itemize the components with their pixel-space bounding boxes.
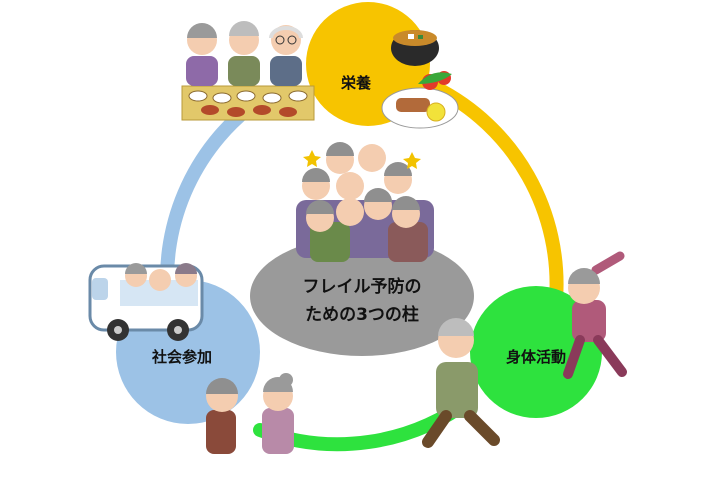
ring-arc-nutrition-to-activity xyxy=(429,81,564,307)
food-illustration xyxy=(381,30,459,129)
cheering-group-illustration xyxy=(296,142,434,262)
stretching-elderly-illustration xyxy=(563,251,627,379)
physical-activity-circle xyxy=(470,286,602,418)
chatting-elderly-illustration xyxy=(206,373,294,454)
elderly-eating-illustration xyxy=(181,21,315,121)
walking-elderly-illustration xyxy=(422,318,500,448)
bus-illustration xyxy=(88,263,204,341)
center-title-line1: フレイル予防の xyxy=(303,276,422,297)
center-title-line2: ための3つの柱 xyxy=(305,304,419,325)
nutrition-label: 栄養 xyxy=(340,74,372,92)
center-ellipse xyxy=(250,236,474,356)
social-participation-label: 社会参加 xyxy=(151,348,212,366)
physical-activity-label: 身体活動 xyxy=(506,348,566,366)
